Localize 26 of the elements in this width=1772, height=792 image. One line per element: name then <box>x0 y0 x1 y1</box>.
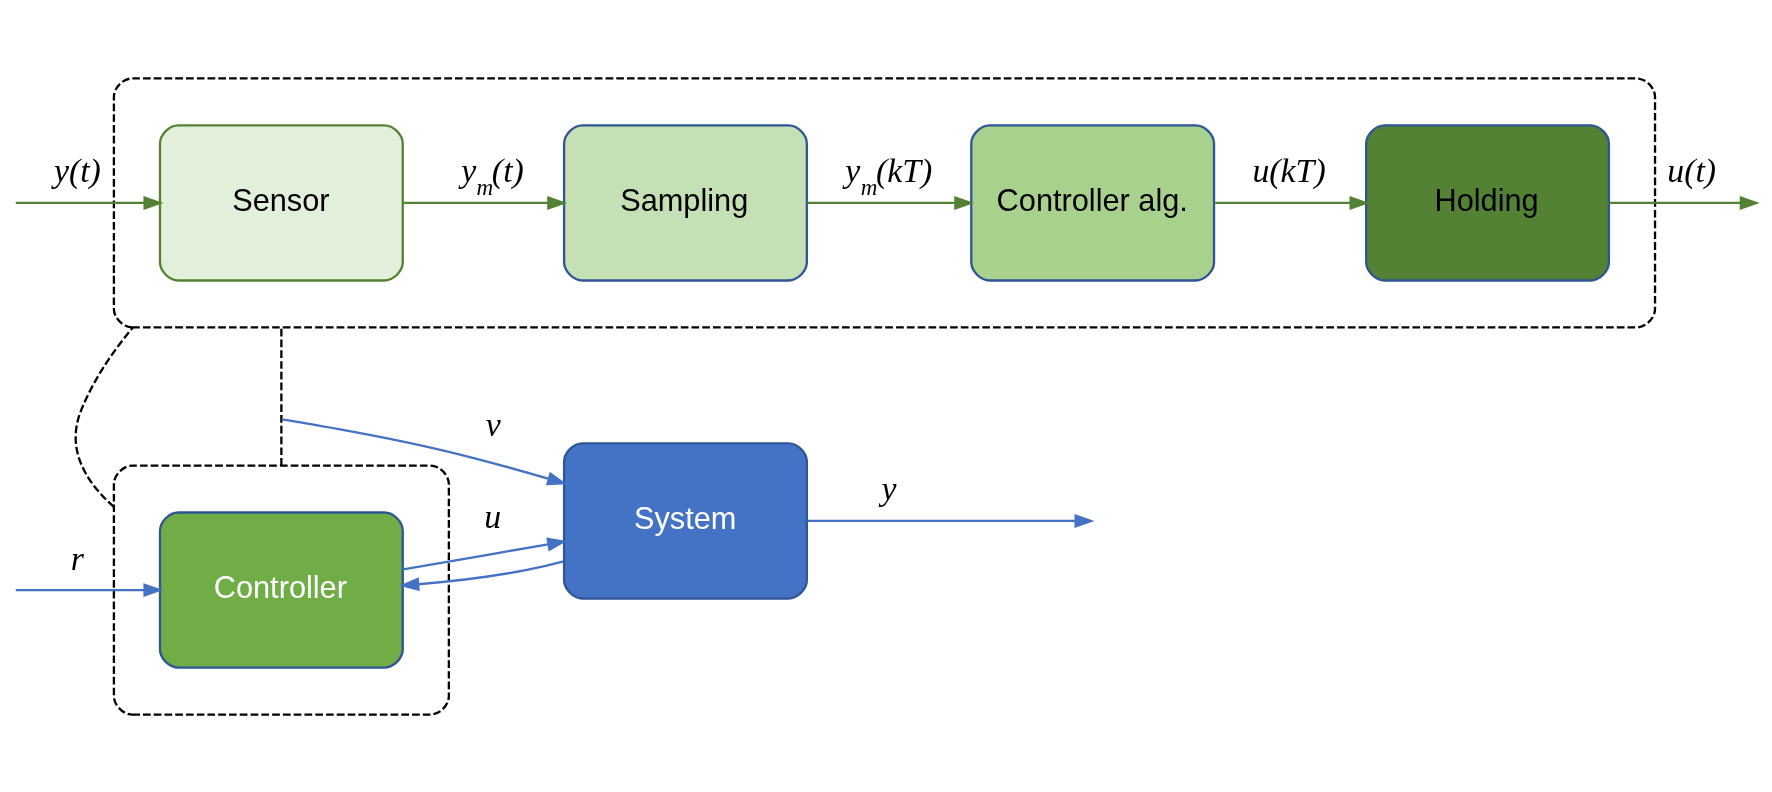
edge-label: v <box>485 405 501 443</box>
arrow <box>15 582 164 597</box>
arrow <box>807 195 975 210</box>
arrow <box>1609 195 1760 210</box>
edge-label: u(t) <box>1667 151 1717 189</box>
node-box: Controller alg. <box>970 123 1216 282</box>
edge-label: r <box>70 539 85 577</box>
edge-label: u(kT) <box>1252 151 1326 189</box>
arrow <box>1214 195 1370 210</box>
node-box: Controller <box>158 510 404 669</box>
node-box: Sensor <box>158 123 404 282</box>
arrow <box>15 195 164 210</box>
arrow <box>807 513 1095 528</box>
arrow <box>399 559 564 591</box>
arrow <box>403 537 568 570</box>
connector <box>280 326 283 466</box>
node-box: System <box>562 441 808 600</box>
cluster <box>112 76 1657 328</box>
arrow <box>282 417 568 485</box>
edge-label: u <box>484 497 502 535</box>
node-box: Holding <box>1365 123 1611 282</box>
arrow <box>403 195 568 210</box>
edge-label: y(t) <box>53 151 101 189</box>
node-box: Sampling <box>562 123 808 282</box>
connector <box>74 326 134 508</box>
cluster <box>112 464 450 716</box>
